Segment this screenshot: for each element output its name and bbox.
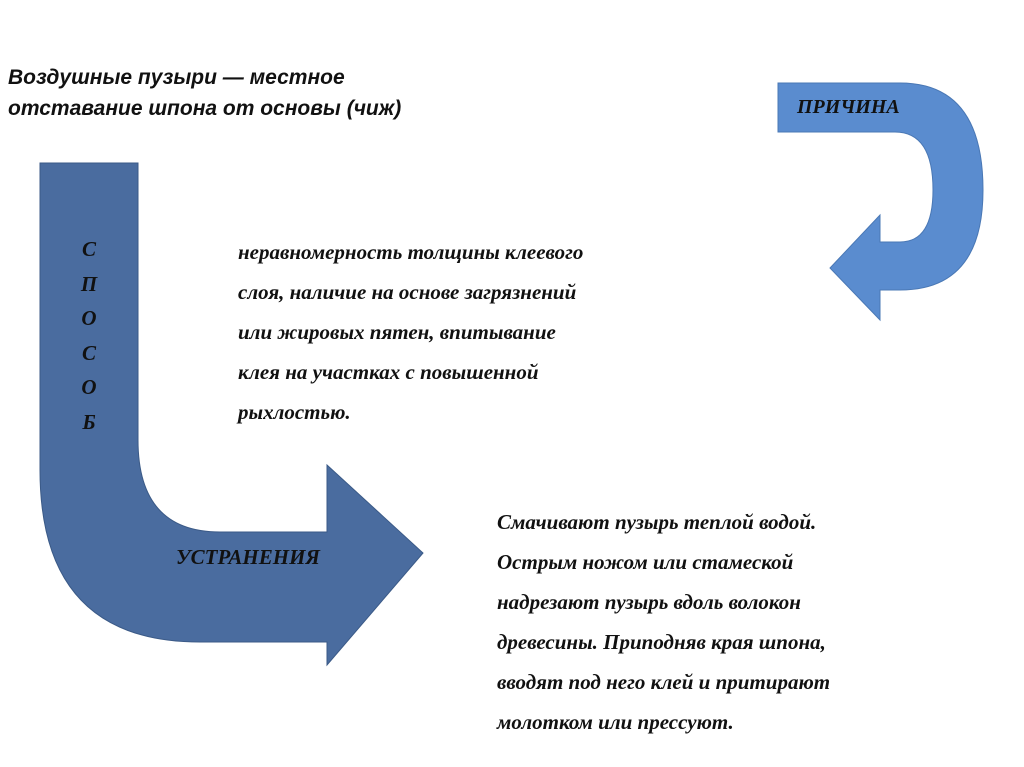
method-vertical-label: С П О С О Б [74, 232, 104, 439]
method-bent-arrow [39, 162, 424, 667]
cause-uturn-arrow [777, 82, 984, 322]
text-line: древесины. Приподняв края шпона, [497, 630, 826, 654]
text-line: вводят под него клей и притирают [497, 670, 831, 694]
text-line: неравномерность толщины клеевого [238, 240, 584, 264]
text-line: молотком или прессуют. [497, 710, 734, 734]
text-line: клея на участках с повышенной [238, 360, 539, 384]
method-arrow-label: УСТРАНЕНИЯ [176, 545, 320, 569]
title-line: отставание шпона от основы (чиж) [8, 97, 402, 120]
letter: Б [82, 409, 96, 434]
letter: О [81, 306, 97, 330]
letter: О [81, 375, 97, 399]
text-line: рыхлостью. [238, 400, 351, 424]
fix-text: Смачивают пузырь теплой водой. Острым но… [497, 502, 977, 742]
letter: С [81, 340, 96, 365]
letter: П [80, 271, 98, 296]
text-line: надрезают пузырь вдоль волокон [497, 590, 801, 614]
text-line: слоя, наличие на основе загрязнений [238, 280, 577, 304]
title-line: Воздушные пузыри — местное [8, 66, 345, 89]
text-line: или жировых пятен, впитывание [238, 320, 556, 344]
text-line: Острым ножом или стамеской [497, 550, 794, 574]
letter: С [81, 237, 96, 261]
slide-title: Воздушные пузыри — местное отставание шп… [8, 62, 401, 124]
text-line: Смачивают пузырь теплой водой. [497, 510, 817, 534]
cause-text: неравномерность толщины клеевого слоя, н… [238, 232, 718, 432]
cause-arrow-label: ПРИЧИНА [797, 96, 900, 118]
